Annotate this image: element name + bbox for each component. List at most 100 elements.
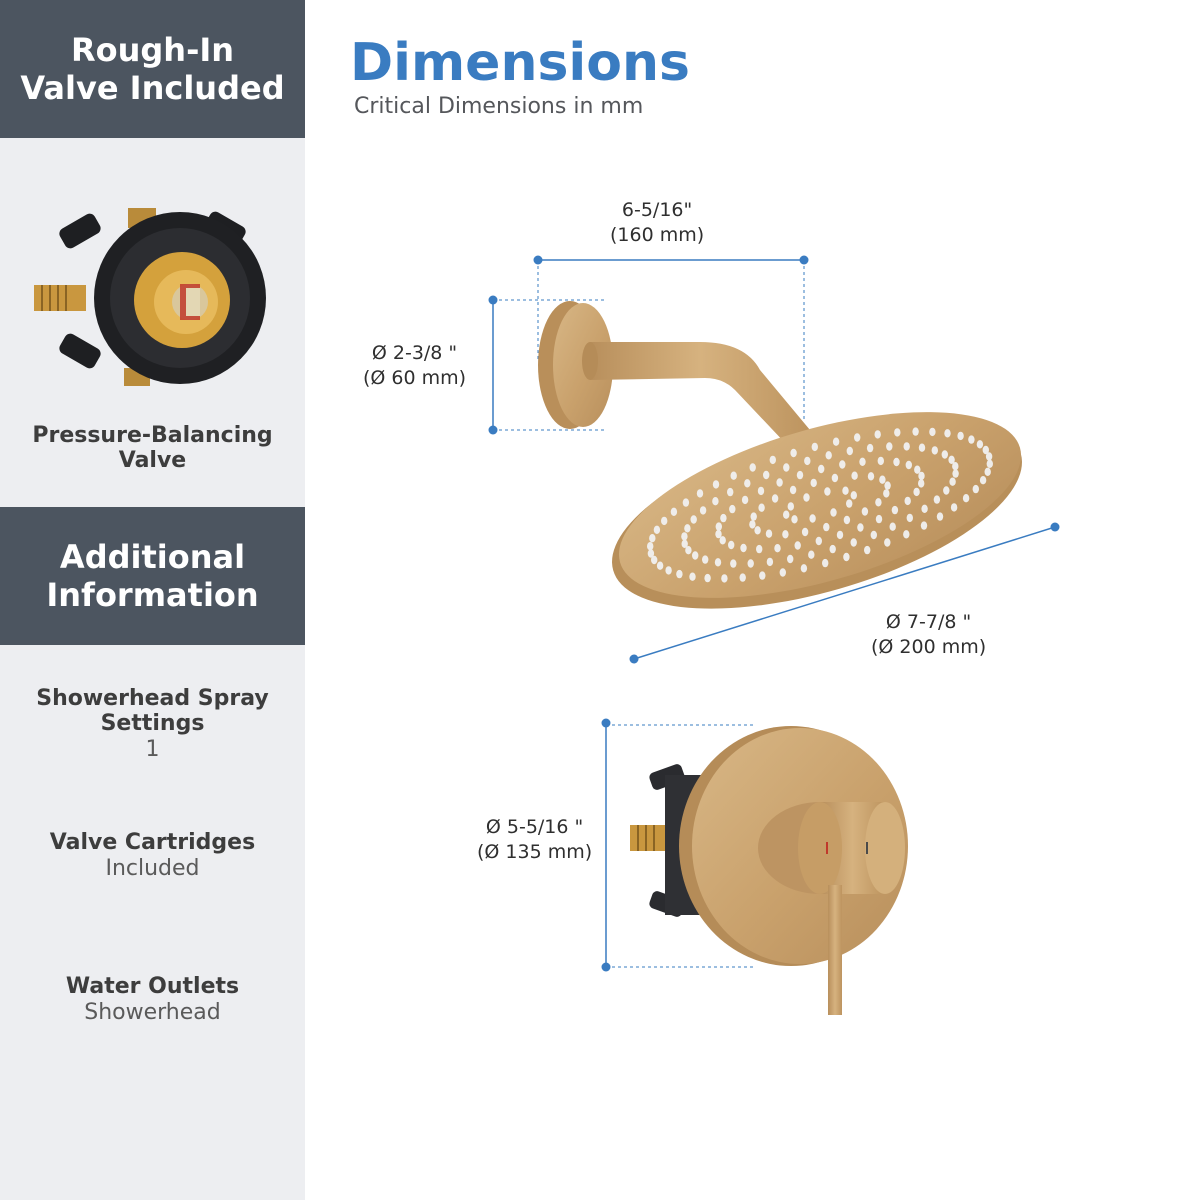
spec-valve-cartridges: Valve Cartridges Included xyxy=(0,830,305,883)
spray-nozzle xyxy=(986,459,993,468)
trim-diameter-imperial: Ø 5-5/16 " xyxy=(485,816,584,838)
head-diameter-label: Ø 7-7/8 " (Ø 200 mm) xyxy=(871,610,986,660)
spray-nozzle xyxy=(884,538,891,547)
spray-nozzle xyxy=(979,476,987,485)
spray-nozzle xyxy=(984,467,991,476)
spray-nozzle xyxy=(702,555,709,564)
arm-length-label: 6-5/16" (160 mm) xyxy=(610,198,704,248)
spray-nozzle xyxy=(941,450,948,459)
spray-nozzle xyxy=(757,486,765,496)
additional-header-line1: Additional xyxy=(59,538,246,576)
arm-length-dimension xyxy=(533,255,809,420)
spray-nozzle xyxy=(913,487,920,497)
spec-value: Included xyxy=(105,856,200,881)
spray-nozzle xyxy=(949,477,956,486)
spray-nozzle xyxy=(721,574,728,583)
spray-nozzle xyxy=(824,487,831,496)
spray-nozzle xyxy=(794,541,801,550)
spray-nozzle xyxy=(759,571,766,580)
arm-length-imperial: 6-5/16" xyxy=(621,199,693,221)
flange-diameter-metric: (Ø 60 mm) xyxy=(363,367,467,389)
spray-nozzle xyxy=(765,529,773,538)
spray-nozzle xyxy=(854,433,861,442)
spray-nozzle xyxy=(741,495,749,505)
spray-nozzle xyxy=(842,486,849,495)
head-diameter-imperial: Ø 7-7/8 " xyxy=(885,611,972,633)
spec-spray-settings: Showerhead Spray Settings 1 xyxy=(0,686,305,764)
spray-nozzle xyxy=(712,480,720,489)
spray-nozzle xyxy=(800,564,808,573)
additional-header-line2: Information xyxy=(46,576,259,614)
spray-nozzle xyxy=(957,431,964,441)
rough-in-header-line1: Rough-In xyxy=(70,31,235,69)
spray-nozzle xyxy=(830,508,837,517)
spray-nozzle xyxy=(774,544,781,553)
spray-nozzle xyxy=(744,479,751,488)
spray-nozzle xyxy=(850,491,857,500)
spray-nozzle xyxy=(766,557,774,567)
flange-diameter-imperial: Ø 2-3/8 " xyxy=(371,342,458,364)
rough-in-header: Rough-In Valve Included xyxy=(0,0,305,138)
spray-nozzle xyxy=(771,494,779,503)
valve-caption-line1: Pressure-Balancing xyxy=(32,423,273,448)
spray-nozzle xyxy=(756,544,763,554)
spray-nozzle xyxy=(712,497,719,506)
spray-nozzle xyxy=(649,534,656,543)
valve-trim-image xyxy=(630,726,908,1015)
spray-nozzle xyxy=(690,515,697,524)
flange-diameter-dimension xyxy=(488,295,605,435)
spray-nozzle xyxy=(787,554,794,564)
spray-nozzle xyxy=(832,437,840,446)
spray-nozzle xyxy=(936,512,944,521)
spray-nozzle xyxy=(681,532,688,541)
sidebar: Rough-In Valve Included Pressure-Balanci… xyxy=(0,0,305,1200)
spray-nozzle xyxy=(682,498,690,507)
spray-nozzle xyxy=(874,430,881,439)
spray-nozzle xyxy=(749,520,756,529)
spray-nozzle xyxy=(846,499,853,508)
spray-nozzle xyxy=(891,505,899,515)
spec-value: Showerhead xyxy=(84,1000,221,1025)
additional-information-header: Additional Information xyxy=(0,507,305,645)
spray-nozzle xyxy=(699,506,707,515)
spray-nozzle xyxy=(747,559,754,568)
spray-nozzle xyxy=(836,530,844,540)
spray-nozzle xyxy=(952,469,959,478)
spray-nozzle xyxy=(894,428,901,437)
spray-nozzle xyxy=(719,536,726,545)
head-diameter-dimension xyxy=(629,522,1060,664)
spray-nozzle xyxy=(715,522,722,531)
spray-nozzle xyxy=(850,538,857,547)
spray-nozzle xyxy=(684,524,691,533)
flange-diameter-label: Ø 2-3/8 " (Ø 60 mm) xyxy=(363,341,466,391)
spray-nozzle xyxy=(789,485,797,495)
page-subtitle: Critical Dimensions in mm xyxy=(354,94,644,119)
spray-nozzle xyxy=(943,486,950,495)
spray-nozzle xyxy=(763,470,770,480)
spray-nozzle xyxy=(704,573,711,583)
spray-nozzle xyxy=(931,446,938,455)
spray-nozzle xyxy=(809,514,816,523)
spray-nozzle xyxy=(728,540,735,550)
spray-nozzle xyxy=(825,451,832,460)
spray-nozzle xyxy=(796,470,804,480)
spray-nozzle xyxy=(857,523,864,532)
spray-nozzle xyxy=(884,481,891,490)
spray-nozzle xyxy=(715,529,722,539)
spray-nozzle xyxy=(889,522,896,531)
spray-nozzle xyxy=(877,456,884,466)
spray-nozzle xyxy=(822,558,829,568)
spray-nozzle xyxy=(685,546,692,555)
spray-nozzle xyxy=(864,545,871,555)
spec-label: Valve Cartridges xyxy=(49,830,256,855)
spray-nozzle xyxy=(893,457,900,467)
spray-nozzle xyxy=(846,446,853,456)
spray-nozzle xyxy=(867,472,875,481)
spray-nozzle xyxy=(803,493,810,502)
spray-nozzle xyxy=(875,498,882,507)
spec-value: 1 xyxy=(145,737,160,762)
spray-nozzle xyxy=(811,442,818,452)
spray-nozzle xyxy=(912,427,919,436)
spray-nozzle xyxy=(783,510,790,519)
trim-diameter-label: Ø 5-5/16 " (Ø 135 mm) xyxy=(477,815,592,865)
